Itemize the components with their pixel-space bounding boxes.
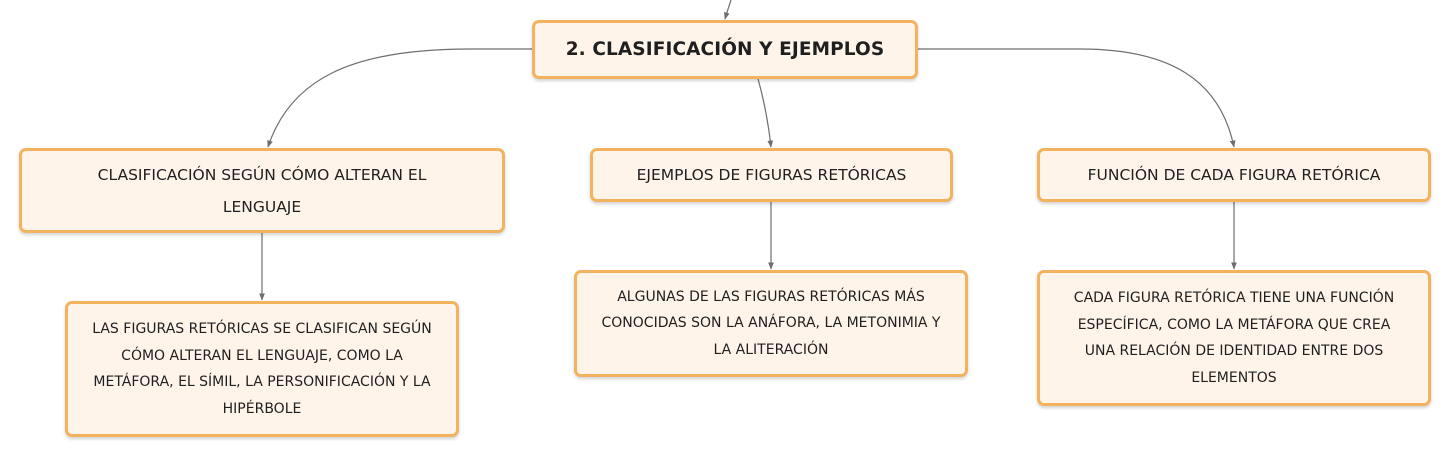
- connector-root-to-examples: [757, 78, 774, 148]
- branch-node-examples[interactable]: EJEMPLOS DE FIGURAS RETÓRICAS: [590, 148, 953, 202]
- root-node-label: 2. CLASIFICACIÓN Y EJEMPLOS: [565, 39, 885, 60]
- detail-node-classification[interactable]: LAS FIGURAS RETÓRICAS SE CLASIFICAN SEGÚ…: [65, 301, 459, 437]
- connector-root-to-classification: [267, 48, 532, 148]
- detail-node-examples[interactable]: ALGUNAS DE LAS FIGURAS RETÓRICAS MÁS CON…: [574, 270, 968, 377]
- branch-node-function[interactable]: FUNCIÓN DE CADA FIGURA RETÓRICA: [1037, 148, 1431, 202]
- branch-node-label: EJEMPLOS DE FIGURAS RETÓRICAS: [636, 166, 907, 184]
- detail-node-text: ALGUNAS DE LAS FIGURAS RETÓRICAS MÁS CON…: [601, 288, 941, 358]
- detail-node-text: CADA FIGURA RETÓRICA TIENE UNA FUNCIÓN E…: [1073, 290, 1395, 386]
- detail-node-function[interactable]: CADA FIGURA RETÓRICA TIENE UNA FUNCIÓN E…: [1037, 270, 1431, 406]
- detail-node-text: LAS FIGURAS RETÓRICAS SE CLASIFICAN SEGÚ…: [92, 321, 432, 417]
- branch-node-classification[interactable]: CLASIFICACIÓN SEGÚN CÓMO ALTERAN EL LENG…: [19, 148, 505, 233]
- branch-node-label: CLASIFICACIÓN SEGÚN CÓMO ALTERAN EL LENG…: [97, 165, 427, 216]
- connector-parent-to-root: [724, 0, 732, 20]
- connector-root-to-function: [918, 48, 1236, 148]
- root-node[interactable]: 2. CLASIFICACIÓN Y EJEMPLOS: [532, 20, 918, 79]
- branch-node-label: FUNCIÓN DE CADA FIGURA RETÓRICA: [1087, 166, 1381, 184]
